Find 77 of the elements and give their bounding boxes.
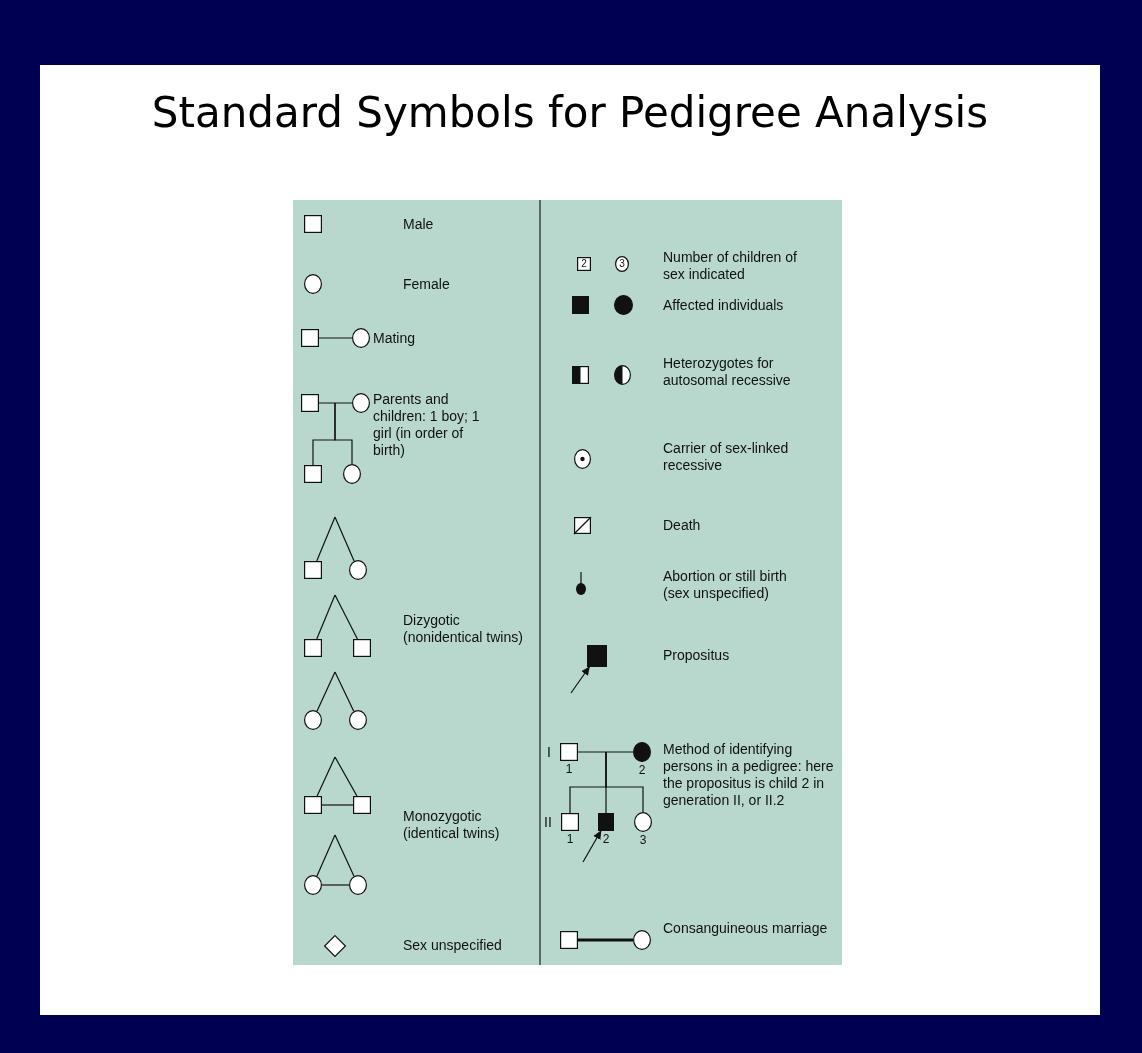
symbol-description: Death — [663, 517, 702, 535]
symbol-description: Monozygotic (identical twins) — [403, 808, 501, 843]
arrow — [582, 830, 602, 863]
square-symbol — [304, 561, 322, 579]
generation-number: II — [544, 814, 553, 832]
square-symbol — [571, 366, 589, 384]
person-number: 2 — [601, 833, 611, 845]
square-symbol — [560, 931, 578, 949]
square-symbol — [353, 796, 371, 814]
circle-symbol — [349, 710, 367, 730]
square-symbol — [561, 813, 579, 831]
line — [334, 516, 355, 562]
count-number: 3 — [618, 257, 626, 271]
circle-symbol — [304, 274, 322, 294]
circle-symbol — [575, 572, 587, 596]
square-symbol — [573, 516, 591, 534]
square-symbol — [304, 796, 322, 814]
circle-symbol — [633, 742, 651, 762]
line — [316, 834, 336, 877]
circle-symbol — [352, 328, 370, 348]
circle-symbol — [349, 875, 367, 895]
person-number: 3 — [638, 834, 648, 846]
line — [321, 804, 354, 806]
line — [316, 594, 336, 640]
person-number: 2 — [637, 764, 647, 776]
line — [578, 938, 633, 942]
line — [577, 751, 634, 753]
line — [334, 402, 353, 465]
square-symbol — [598, 813, 614, 831]
line — [316, 516, 336, 562]
diamond-symbol — [324, 935, 346, 957]
symbol-description: Heterozygotes for autosomal recessive — [663, 355, 792, 390]
line — [316, 671, 336, 712]
symbol-description: Carrier of sex-linked recessive — [663, 440, 790, 475]
circle-symbol — [304, 875, 322, 895]
symbol-description: Male — [403, 216, 435, 234]
symbol-description: Female — [403, 276, 451, 294]
line — [334, 671, 355, 712]
line — [321, 884, 350, 886]
circle-symbol — [349, 560, 367, 580]
square-symbol — [304, 215, 322, 233]
line — [334, 756, 358, 797]
symbol-description: Abortion or still birth (sex unspecified) — [663, 568, 788, 603]
symbol-description: Sex unspecified — [403, 937, 503, 955]
symbol-description: Consanguineous marriage — [663, 920, 829, 938]
count-number: 2 — [580, 257, 588, 271]
symbol-description: Number of children of sex indicated — [663, 249, 798, 284]
symbol-description: Parents and children: 1 boy; 1 girl (in order of birth) — [373, 391, 481, 460]
symbol-description: Method of identifying persons in a pedigree: here the propositus is child 2 in generation II, or II.2 — [663, 741, 835, 810]
line — [334, 594, 359, 640]
symbol-description: Affected individuals — [663, 297, 785, 315]
square-symbol — [571, 296, 589, 314]
circle-symbol — [634, 812, 652, 832]
symbol-description: Propositus — [663, 647, 731, 665]
square-symbol — [560, 743, 578, 761]
generation-number: I — [547, 744, 552, 762]
line — [316, 756, 336, 797]
square-symbol — [304, 465, 322, 483]
square-symbol — [301, 329, 319, 347]
circle-symbol — [304, 710, 322, 730]
symbol-description: Dizygotic (nonidentical twins) — [403, 612, 524, 647]
line — [318, 337, 353, 339]
arrow — [570, 666, 590, 694]
line — [318, 402, 353, 404]
person-number: 1 — [564, 763, 574, 775]
title: Standard Symbols for Pedigree Analysis — [150, 88, 990, 137]
symbol-description: Mating — [373, 330, 417, 348]
line — [605, 751, 644, 813]
circle-symbol — [633, 930, 651, 950]
square-symbol — [301, 394, 319, 412]
square-symbol — [304, 639, 322, 657]
person-number: 1 — [565, 833, 575, 845]
circle-symbol — [352, 393, 370, 413]
square-symbol — [587, 645, 607, 667]
circle-symbol — [343, 464, 361, 484]
line — [334, 834, 355, 877]
square-symbol — [353, 639, 371, 657]
